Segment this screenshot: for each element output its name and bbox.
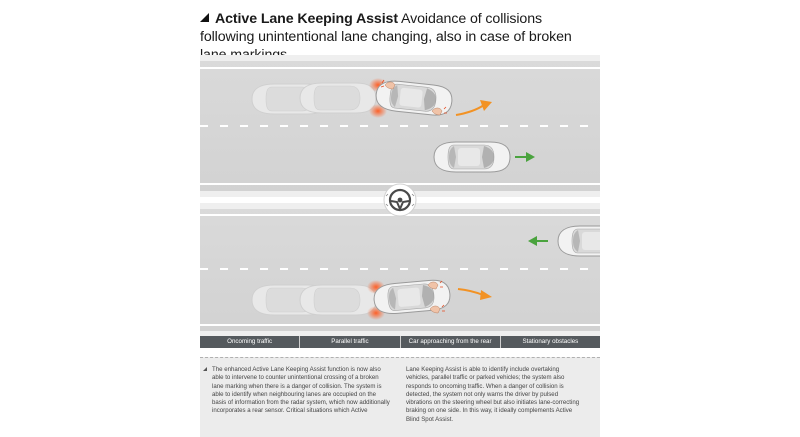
title-bold: Active Lane Keeping Assist	[215, 11, 398, 27]
orange-arrow-head	[480, 100, 492, 111]
oncoming-car	[557, 225, 600, 257]
hand-vibration-icon	[427, 280, 443, 290]
ghost-car	[299, 82, 377, 114]
lower-road-curb-bottom	[200, 331, 600, 337]
hand-vibration-icon	[431, 106, 447, 116]
diagram-svg	[200, 55, 600, 337]
description-left: The enhanced Active Lane Keeping Assist …	[212, 366, 390, 415]
hand-vibration-icon	[429, 304, 445, 314]
green-arrow-head	[526, 152, 535, 162]
tab-car-approaching-rear[interactable]: Car approaching from the rear	[399, 336, 500, 348]
triangle-marker-icon	[200, 13, 209, 22]
description-right: Lane Keeping Assist is able to identify …	[406, 366, 580, 423]
green-arrow-head	[528, 236, 537, 246]
tab-oncoming-traffic[interactable]: Oncoming traffic	[227, 338, 273, 345]
tab-stationary-obstacles[interactable]: Stationary obstacles	[499, 336, 600, 348]
steering-wheel-icon	[383, 183, 417, 217]
orange-arrow-head	[480, 290, 492, 300]
adjacent-car	[433, 141, 511, 173]
ghost-car	[299, 284, 377, 316]
hand-vibration-icon	[380, 79, 396, 90]
lane-keeping-diagram	[200, 55, 600, 350]
triangle-bullet-icon	[203, 367, 207, 371]
tab-parallel-traffic[interactable]: Parallel traffic	[299, 336, 399, 348]
description-panel: The enhanced Active Lane Keeping Assist …	[200, 357, 600, 437]
upper-road-curb-top	[200, 55, 600, 61]
scenario-tabs: Oncoming traffic Parallel traffic Car ap…	[200, 336, 600, 348]
